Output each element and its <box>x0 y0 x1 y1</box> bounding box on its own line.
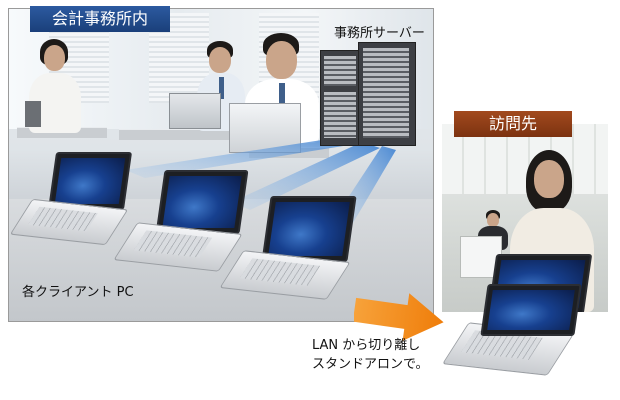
office-title-tag: 会計事務所内 <box>30 6 170 32</box>
arrow-right-icon <box>354 290 446 342</box>
caption-line: LAN から切り離し <box>312 336 428 355</box>
server-rack-icon <box>320 42 416 146</box>
client-laptop <box>18 152 138 244</box>
visit-title-tag: 訪問先 <box>454 111 572 137</box>
standalone-laptop-base <box>444 300 584 380</box>
caption-line: スタンドアロンで。 <box>312 355 428 374</box>
server-label: 事務所サーバー <box>334 22 425 41</box>
clients-label: 各クライアント PC <box>22 281 134 300</box>
client-laptop <box>228 196 358 296</box>
standalone-caption: LAN から切り離し スタンドアロンで。 <box>312 336 428 374</box>
